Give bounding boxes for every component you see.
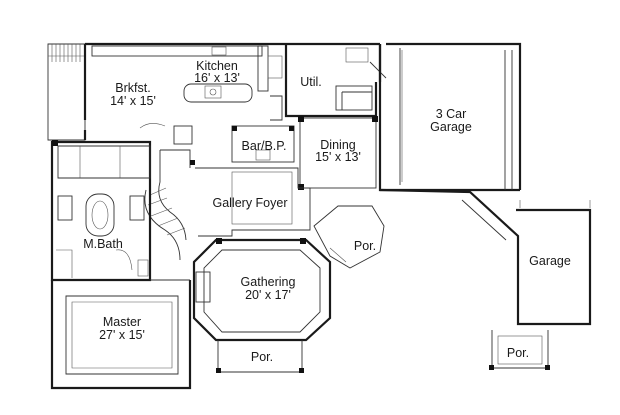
foyer-stair <box>139 123 195 261</box>
master-bedroom <box>50 279 192 390</box>
kitchen-dimensions: 16' x 13' <box>194 71 240 85</box>
three-car-garage-sublabel: Garage <box>430 120 472 134</box>
dining-label: Dining <box>320 138 355 152</box>
dining-area <box>298 116 378 190</box>
kitchen-area <box>91 45 283 121</box>
utility-area <box>284 44 387 118</box>
gathering-dimensions: 20' x 17' <box>245 288 291 302</box>
breakfast-label: Brkfst. <box>115 81 150 95</box>
breakfast-area <box>47 43 87 141</box>
utility-label: Util. <box>300 75 322 89</box>
breakfast-dimensions: 14' x 15' <box>110 94 156 108</box>
east-porch <box>313 205 385 269</box>
bar-area <box>231 125 295 163</box>
south-porch <box>216 340 304 373</box>
east-porch-label: Por. <box>354 239 376 253</box>
kitchen-label: Kitchen <box>196 59 238 73</box>
bar-label: Bar/B.P. <box>242 139 287 153</box>
south-porch-label: Por. <box>251 350 273 364</box>
master-label: Master <box>103 315 141 329</box>
gathering-room <box>192 238 332 342</box>
dining-dimensions: 15' x 13' <box>315 150 361 164</box>
master-bath-label: M.Bath <box>83 237 123 251</box>
master-dimensions: 27' x 15' <box>99 328 145 342</box>
three-car-garage-label: 3 Car <box>436 107 467 121</box>
garage-label: Garage <box>529 254 571 268</box>
gallery-foyer-label: Gallery Foyer <box>212 196 287 210</box>
gallery-foyer <box>195 167 311 237</box>
side-garage <box>379 188 592 326</box>
master-bath <box>50 140 152 282</box>
gathering-label: Gathering <box>241 275 296 289</box>
garage-porch <box>489 330 550 370</box>
garage-porch-label: Por. <box>507 346 529 360</box>
